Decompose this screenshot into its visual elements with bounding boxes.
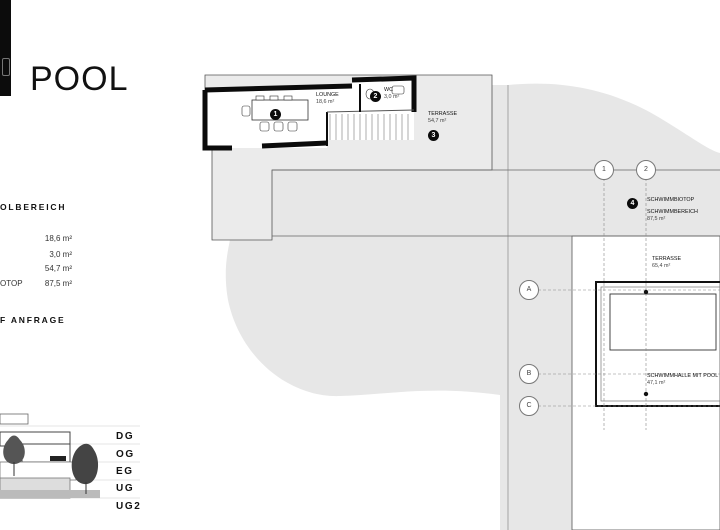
grid-bubble-c: C (519, 396, 539, 416)
room-label-schwimmbereich: SCHWIMMBEREICH 87,5 m² (647, 209, 698, 222)
room-label-terrace-2: TERRASSE 65,4 m² (652, 256, 682, 269)
grid-bubble-1: 1 (594, 160, 614, 180)
room-label-lounge: LOUNGE 18,6 m² (316, 92, 339, 105)
area-section-heading: OLBEREICH (0, 202, 67, 212)
room-badge-schwimmbiotop[interactable]: 4 (627, 198, 638, 209)
section-thumbnail (0, 413, 140, 512)
level-tab-ug[interactable]: UG (116, 483, 135, 494)
page-title: POOL (30, 60, 129, 98)
room-badge-terrace[interactable]: 3 (428, 130, 439, 141)
grid-bubble-b: B (519, 364, 539, 384)
room-badge-wc[interactable]: 2 (370, 91, 381, 102)
room-label-wc: WC 3,0 m² (384, 87, 400, 100)
grid-bubble-2: 2 (636, 160, 656, 180)
room-badge-lounge[interactable]: 1 (270, 109, 281, 120)
grid-bubble-a: A (519, 280, 539, 300)
room-label-schwimmhalle: SCHWIMMHALLE MIT POOL 47,1 m² (647, 373, 719, 386)
brand-logo (0, 0, 11, 96)
level-tab-dg[interactable]: DG (116, 431, 135, 442)
lounge-walls (205, 78, 414, 148)
dining-table (251, 99, 309, 121)
level-tab-og[interactable]: OG (116, 449, 135, 460)
room-label-terrace: TERRASSE 54,7 m² (428, 111, 458, 124)
pool-basin (609, 293, 717, 351)
level-tab-eg[interactable]: EG (116, 466, 134, 477)
level-tab-ug2[interactable]: UG2 (116, 501, 142, 512)
room-label-schwimmbiotop: SCHWIMMBIOTOP (647, 197, 695, 203)
price-section-heading: F ANFRAGE (0, 315, 66, 325)
